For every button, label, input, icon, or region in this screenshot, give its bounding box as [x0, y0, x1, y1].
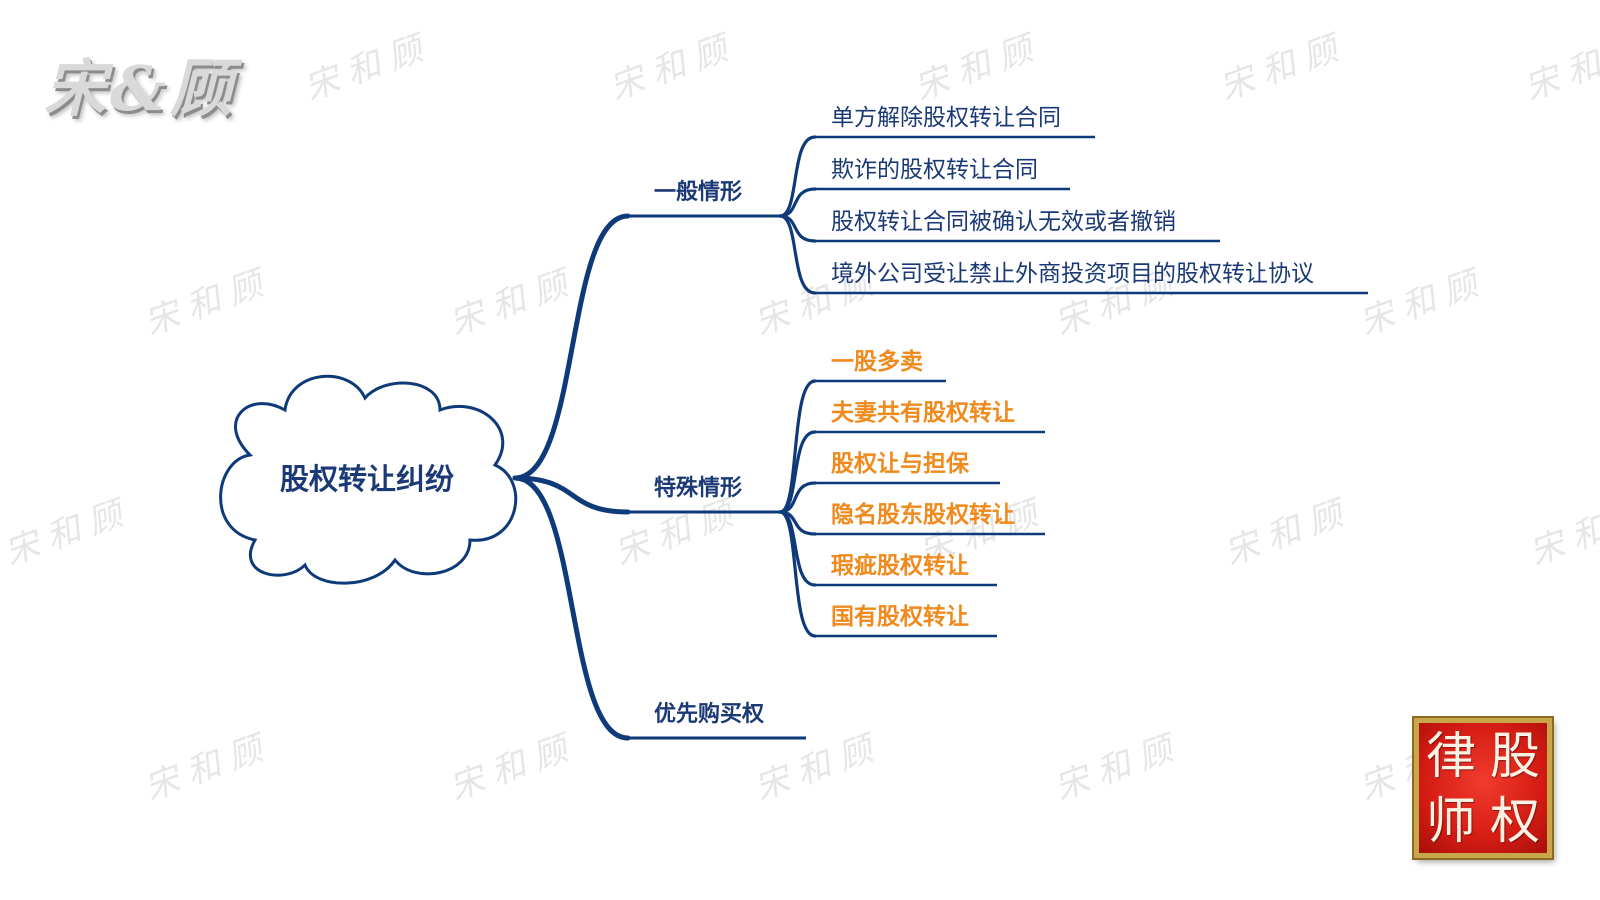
seal-stamp: 律 股 师 权 — [1414, 718, 1552, 858]
watermark-text: 宋和顾 — [609, 491, 747, 574]
seal-char: 师 — [1426, 791, 1476, 850]
seal-char: 律 — [1426, 726, 1476, 785]
watermark-text: 宋和顾 — [909, 26, 1047, 109]
branch-leaf-connector — [778, 510, 817, 587]
branch-label: 一般情形 — [654, 179, 742, 205]
leaf-label: 境外公司受让禁止外商投资项目的股权转让协议 — [831, 261, 1314, 287]
watermark-text: 宋和顾 — [604, 26, 742, 109]
branch-leaf-connector — [778, 510, 817, 638]
watermark-text: 宋和顾 — [0, 491, 137, 574]
root-branch-connector — [512, 475, 631, 515]
leaf-label: 股权让与担保 — [831, 450, 970, 477]
connector-layer — [512, 135, 1368, 741]
branch-label: 特殊情形 — [654, 475, 742, 501]
watermark-text: 宋和顾 — [1524, 491, 1600, 574]
watermark-text: 宋和顾 — [444, 726, 582, 809]
watermark-text: 宋和顾 — [1519, 26, 1600, 109]
leaf-label: 一股多卖 — [831, 348, 923, 375]
leaf-label: 单方解除股权转让合同 — [831, 105, 1061, 131]
seal-char: 权 — [1490, 791, 1540, 850]
watermark-text: 宋和顾 — [444, 261, 582, 344]
root-label: 股权转让纠纷 — [280, 462, 454, 496]
root-branch-connector — [512, 475, 631, 741]
leaf-label: 瑕疵股权转让 — [831, 552, 969, 579]
leaf-label: 股权转让合同被确认无效或者撤销 — [831, 209, 1176, 235]
watermark-text: 宋和顾 — [139, 261, 277, 344]
watermark-text: 宋和顾 — [1354, 261, 1492, 344]
branch-leaf-connector — [778, 135, 817, 218]
watermark-text: 宋和顾 — [1049, 726, 1187, 809]
root-cloud — [219, 374, 518, 585]
brand-logo: 宋&顾 — [44, 52, 236, 125]
branch-leaf-connector — [778, 430, 817, 514]
leaf-label: 隐名股东股权转让 — [831, 501, 1015, 528]
leaf-label: 夫妻共有股权转让 — [831, 399, 1015, 426]
leaf-label: 欺诈的股权转让合同 — [831, 157, 1038, 183]
root-branch-connector — [512, 213, 631, 481]
leaf-label: 国有股权转让 — [831, 603, 969, 630]
seal-char: 股 — [1490, 726, 1540, 785]
branch-leaf-connector — [778, 214, 817, 295]
root-cloud-shape — [219, 374, 518, 585]
node-layer: 一般情形 单方解除股权转让合同欺诈的股权转让合同股权转让合同被确认无效或者撤销境外… — [654, 105, 1314, 727]
watermark-text: 宋和顾 — [1214, 26, 1352, 109]
watermark-text: 宋和顾 — [1219, 491, 1357, 574]
branch-label: 优先购买权 — [654, 701, 765, 727]
watermark-text: 宋和顾 — [299, 26, 437, 109]
watermark-text: 宋和顾 — [139, 726, 277, 809]
